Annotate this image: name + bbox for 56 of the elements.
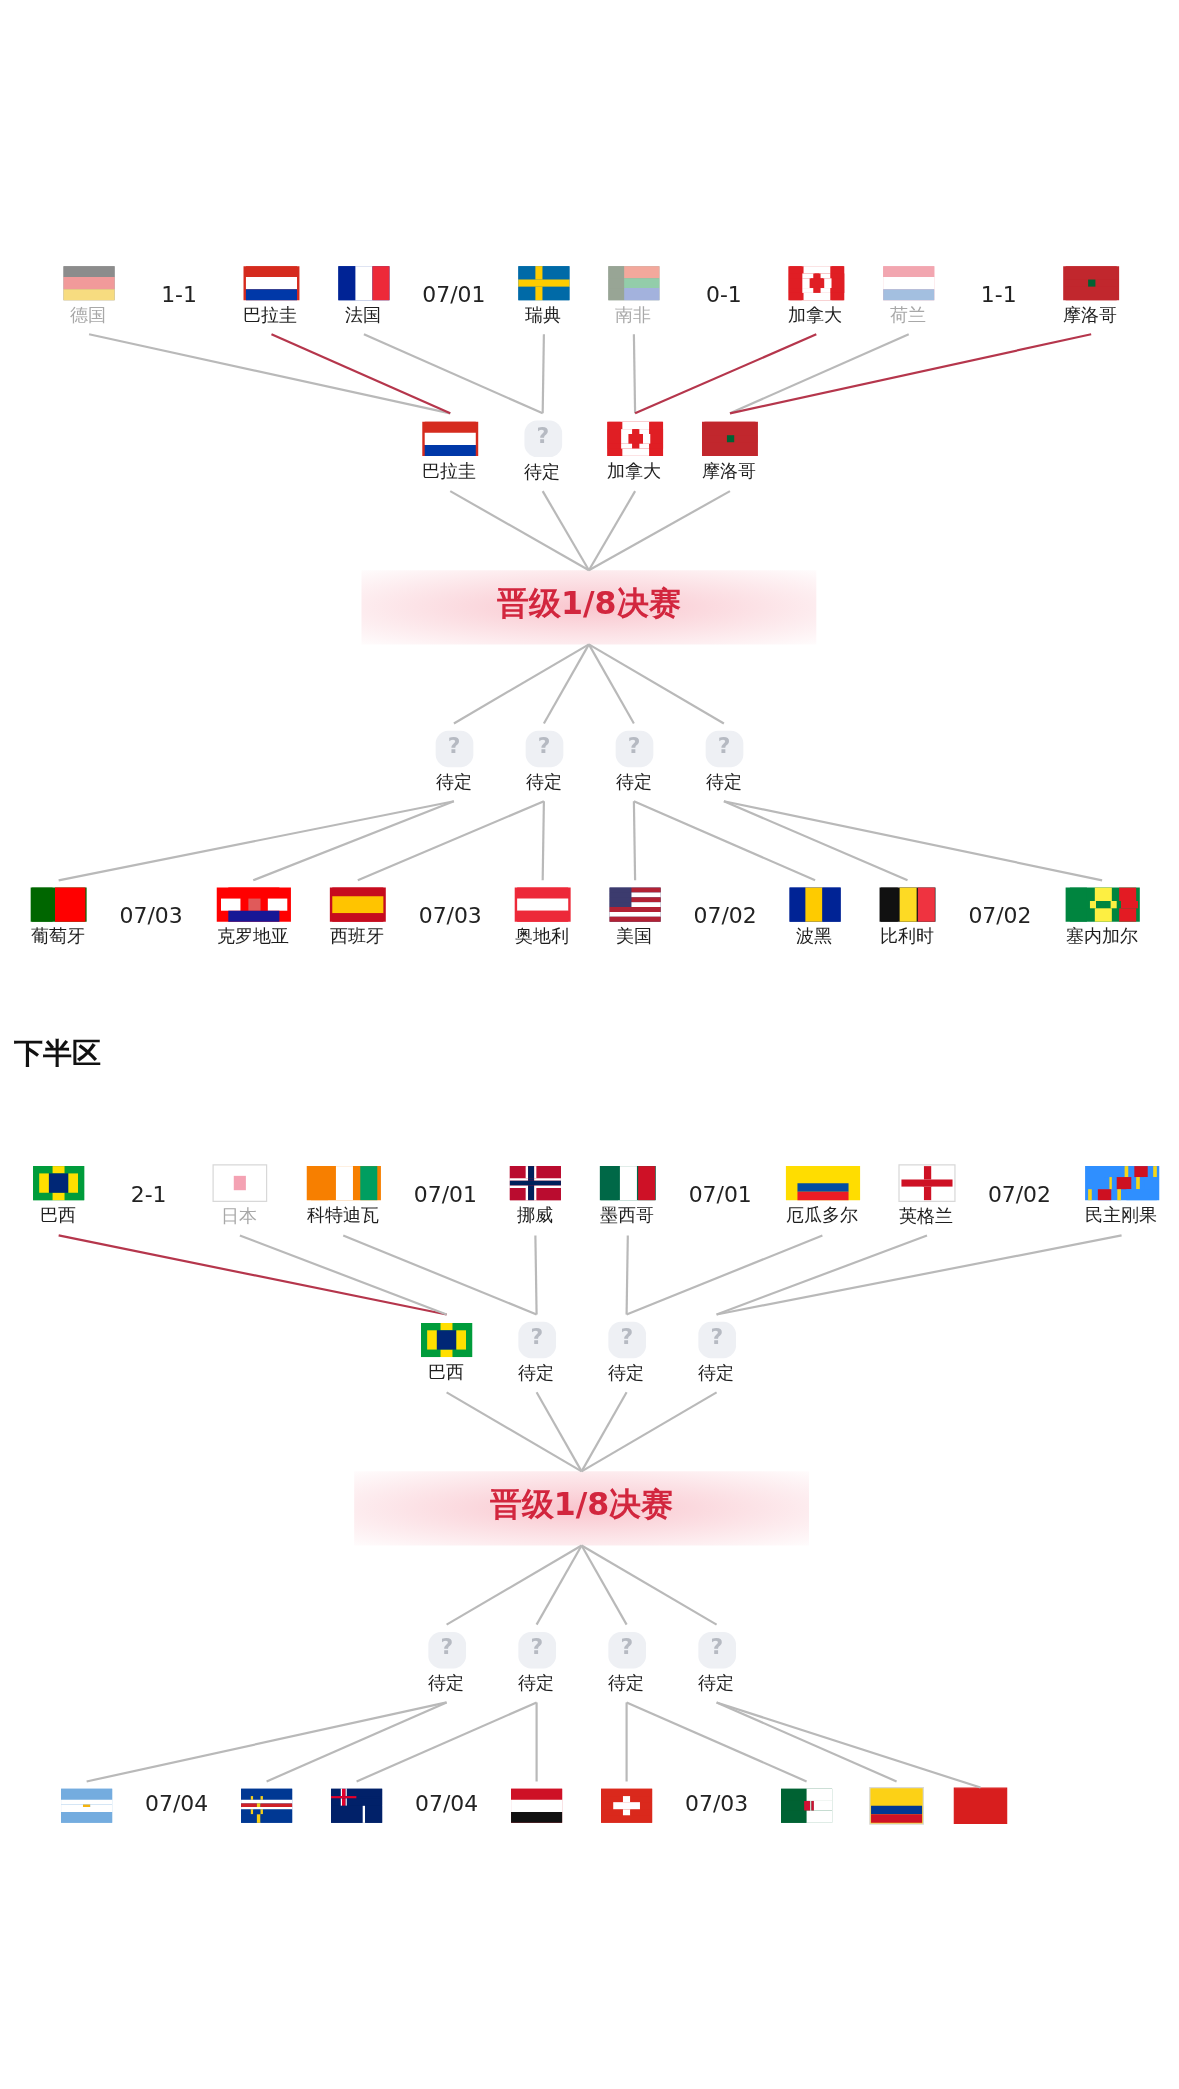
label: 0-1	[706, 281, 742, 307]
node-label: 待定	[428, 1672, 465, 1694]
node-label: 待定	[608, 1672, 645, 1694]
label: 07/01	[422, 281, 486, 307]
node-label: 待定	[698, 1672, 735, 1694]
node-label: 待定	[705, 770, 742, 792]
node-label: 西班牙	[329, 925, 384, 947]
node-label: 待定	[608, 1361, 645, 1383]
label: 07/02	[693, 903, 757, 929]
node-label: 加拿大	[788, 303, 843, 325]
label: 07/01	[688, 1181, 752, 1207]
node-label: 待定	[518, 1361, 555, 1383]
node-label: 瑞典	[525, 303, 562, 325]
label: 07/04	[145, 1791, 209, 1817]
label: 07/04	[415, 1791, 479, 1817]
node-label: 摩洛哥	[1063, 303, 1118, 325]
node-label: 巴西	[39, 1203, 76, 1225]
node-label: 厄瓜多尔	[785, 1203, 858, 1225]
label: 2-1	[130, 1181, 167, 1207]
node-label: 美国	[616, 925, 653, 947]
node-label: 待定	[524, 460, 561, 482]
node-label: 摩洛哥	[701, 459, 756, 481]
node-label: 巴拉圭	[422, 459, 477, 481]
node-label: 加拿大	[607, 459, 662, 481]
node-label: 待定	[698, 1361, 735, 1383]
node-label: 比利时	[879, 925, 934, 947]
node-label: 待定	[435, 770, 472, 792]
label: 07/02	[987, 1181, 1051, 1207]
label: 1-1	[161, 281, 197, 307]
node-label: 待定	[615, 770, 652, 792]
label: 07/03	[685, 1791, 749, 1817]
node-label: 英格兰	[899, 1205, 954, 1227]
node-label: 南非	[615, 303, 652, 325]
node-label: 法国	[345, 303, 382, 325]
node-label: 巴拉圭	[243, 303, 298, 325]
node-label: 待定	[518, 1672, 555, 1694]
node-label: 波黑	[796, 925, 833, 947]
node-label: 荷兰	[889, 303, 926, 325]
label: 1-1	[980, 281, 1017, 307]
label: 下半区	[14, 1035, 102, 1070]
node-label: 日本	[221, 1205, 258, 1227]
node-label: 葡萄牙	[30, 925, 85, 947]
label: 07/03	[119, 903, 183, 929]
label: 07/03	[418, 903, 482, 929]
node-label: 奥地利	[514, 925, 569, 947]
node-label: 民主刚果	[1085, 1203, 1158, 1225]
label: 07/02	[968, 903, 1032, 929]
node-label: 挪威	[516, 1203, 553, 1225]
node-label: 巴西	[427, 1360, 464, 1382]
node-label: 待定	[525, 770, 562, 792]
node-label: 塞内加尔	[1065, 925, 1138, 947]
node-label: 德国	[70, 303, 107, 325]
node-label: 科特迪瓦	[306, 1203, 379, 1225]
node-label: 墨西哥	[599, 1203, 654, 1225]
node-label: 克罗地亚	[216, 925, 289, 947]
label: 07/01	[413, 1181, 477, 1207]
